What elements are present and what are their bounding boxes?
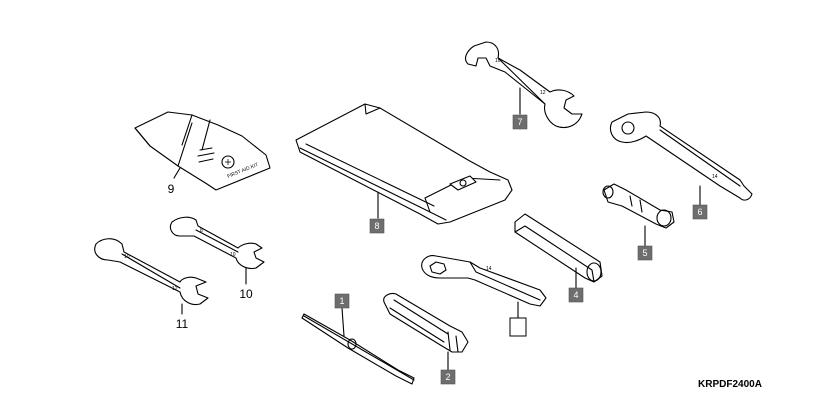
svg-text:14: 14 [486,266,492,272]
wrench-11: 10 12 11 [94,238,209,331]
callout-box-1 [334,293,350,309]
tool-bag: 8 [295,103,513,234]
screwdriver-bit-1: 1 [301,293,415,385]
callout-box-7 [512,114,528,130]
svg-text:10: 10 [124,254,130,260]
svg-text:12: 12 [172,286,178,292]
callout-label-8: 8 [374,221,379,231]
svg-text:12: 12 [540,90,546,96]
diagram-code: KRPDF2400A [698,379,762,390]
callout-box-3 [509,317,527,337]
bag-snap [449,175,477,191]
callout-label-7: 7 [517,117,522,127]
honda-wing-logo [197,147,215,163]
offset-spanner-3: 14 [421,255,547,337]
callout-box-5 [637,245,653,261]
callout-box-8 [369,218,385,234]
extension-bar-4: 4 [514,213,603,303]
callout-label-1: 1 [339,296,344,306]
first-aid-kit-pouch: FIRST AID KIT 9 [134,111,271,196]
cross-emblem [221,155,235,169]
socket-wrench-5: 5 [602,183,675,261]
callout-box-2 [440,369,456,385]
callout-label-10: 10 [239,287,253,301]
callout-box-6 [692,204,708,220]
wrench-7: 10 12 7 [465,41,583,130]
svg-text:14: 14 [712,174,718,180]
callout-label-11: 11 [176,317,189,331]
svg-text:10: 10 [230,252,236,258]
callout-label-9: 9 [168,182,175,196]
callout-label-2: 2 [445,372,450,382]
svg-text:8: 8 [200,228,203,234]
screwdriver-handle-2: 2 [383,292,469,385]
wrench-10: 8 10 10 [169,216,265,301]
svg-text:10: 10 [495,58,501,64]
callout-box-4 [568,287,584,303]
callout-label-6: 6 [697,207,702,217]
callout-label-5: 5 [642,248,647,258]
ring-spanner-6: 14 6 [609,111,753,220]
callout-label-4: 4 [573,290,578,300]
